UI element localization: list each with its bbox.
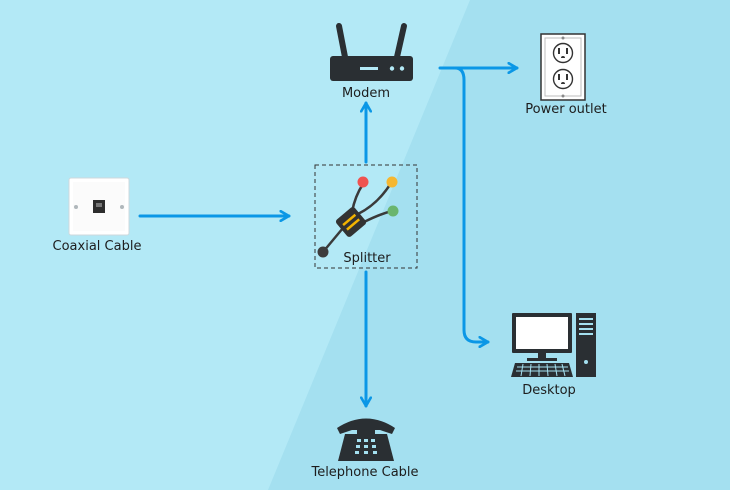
telephone-label: Telephone Cable <box>310 465 418 480</box>
splitter-icon <box>317 176 399 258</box>
modem-label: Modem <box>342 86 390 101</box>
desktop-computer-icon <box>511 313 596 377</box>
coaxial-label: Coaxial Cable <box>53 239 142 254</box>
splitter-node: Splitter <box>314 164 418 269</box>
power-label: Power outlet <box>525 102 606 117</box>
edges <box>138 66 519 408</box>
desktop-node: Desktop <box>511 313 596 398</box>
telephone-node: Telephone Cable <box>310 418 419 480</box>
edge-modem-to-desktop <box>453 66 490 342</box>
splitter-label: Splitter <box>343 251 391 266</box>
telephone-icon <box>337 418 395 461</box>
desktop-label: Desktop <box>522 383 576 398</box>
power-outlet-icon <box>540 33 586 101</box>
power-node: Power outlet <box>525 33 607 117</box>
modem-node: Modem <box>330 23 413 101</box>
coaxial-node: Coaxial Cable <box>53 177 142 254</box>
background-diagonal <box>268 0 730 490</box>
splitter-selection-box <box>314 164 418 269</box>
router-icon <box>330 23 413 81</box>
wall-jack-icon <box>68 177 130 236</box>
